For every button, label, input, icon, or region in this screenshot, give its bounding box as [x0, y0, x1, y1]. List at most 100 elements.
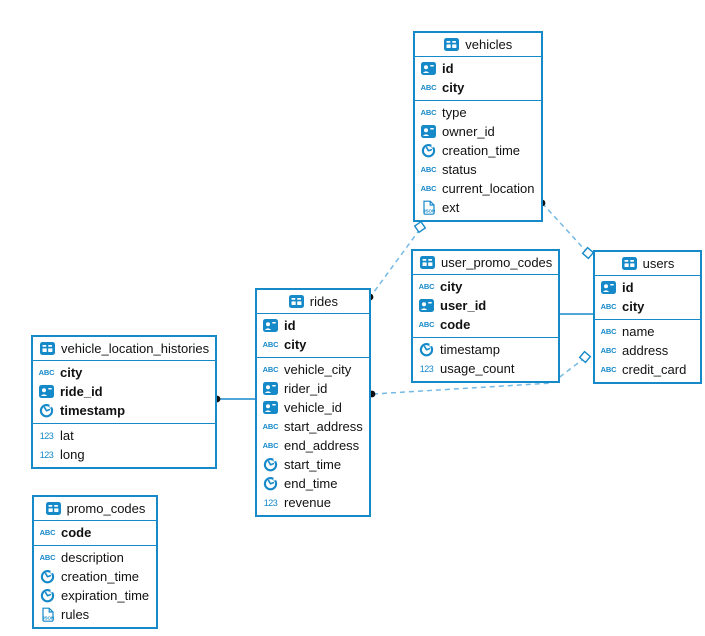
- column-row: owner_id: [415, 122, 541, 141]
- column-name: id: [622, 280, 634, 295]
- numeric-123-icon: 123: [39, 430, 54, 441]
- abc-text-icon: ABC: [418, 320, 435, 329]
- column-row: id: [595, 278, 700, 297]
- table-icon: [443, 37, 460, 52]
- column-name: start_address: [284, 419, 363, 434]
- abc-text-icon: ABC: [600, 365, 617, 374]
- clock-icon: [418, 342, 435, 357]
- abc-text-icon: ABC: [39, 528, 56, 537]
- clock-icon: [38, 403, 55, 418]
- clock-icon: [39, 569, 56, 584]
- column-row: ride_id: [33, 382, 215, 401]
- table-icon: [39, 341, 56, 356]
- column-row: start_time: [257, 455, 369, 474]
- column-name: status: [442, 162, 477, 177]
- column-row: ABC status: [415, 160, 541, 179]
- table-header[interactable]: promo_codes: [34, 497, 156, 521]
- clock-icon: [262, 457, 279, 472]
- numeric-123-icon: 123: [39, 449, 54, 460]
- column-row: creation_time: [34, 567, 156, 586]
- table-header[interactable]: vehicle_location_histories: [33, 337, 216, 361]
- person-badge-icon: [262, 318, 279, 333]
- column-name: end_time: [284, 476, 338, 491]
- relation-line-vehicles-users[interactable]: [541, 202, 586, 251]
- column-row: ABC city: [415, 78, 541, 97]
- numeric-123-icon: 123: [263, 497, 278, 508]
- column-name: type: [442, 105, 467, 120]
- abc-text-icon: ABC: [420, 83, 437, 92]
- column-name: creation_time: [442, 143, 521, 158]
- column-name: city: [442, 80, 465, 95]
- table-header[interactable]: user_promo_codes: [413, 251, 559, 275]
- column-row: timestamp: [413, 340, 558, 359]
- table-name: user_promo_codes: [441, 255, 553, 270]
- column-name: id: [442, 61, 454, 76]
- column-row: creation_time: [415, 141, 541, 160]
- column-name: vehicle_city: [284, 362, 352, 377]
- column-name: current_location: [442, 181, 535, 196]
- person-badge-icon: [262, 381, 279, 396]
- column-name: timestamp: [440, 342, 500, 357]
- table-header[interactable]: vehicles: [415, 33, 541, 57]
- table-header[interactable]: rides: [257, 290, 369, 314]
- column-row: vehicle_id: [257, 398, 369, 417]
- column-name: city: [622, 299, 645, 314]
- table-header[interactable]: users: [595, 252, 700, 276]
- abc-text-icon: ABC: [262, 365, 279, 374]
- column-name: start_time: [284, 457, 342, 472]
- table-name: vehicles: [465, 37, 513, 52]
- abc-text-icon: ABC: [38, 368, 55, 377]
- clock-icon: [39, 588, 56, 603]
- table-icon: [45, 501, 62, 516]
- column-name: end_address: [284, 438, 360, 453]
- relation-line-vehicles-rides[interactable]: [370, 228, 421, 297]
- column-name: city: [440, 279, 463, 294]
- relation-endpoint-diamond: [578, 350, 592, 364]
- person-badge-icon: [418, 298, 435, 313]
- column-name: name: [622, 324, 655, 339]
- person-badge-icon: [38, 384, 55, 399]
- abc-text-icon: ABC: [39, 553, 56, 562]
- json-document-icon: JSON: [39, 607, 56, 622]
- person-badge-icon: [420, 124, 437, 139]
- abc-text-icon: ABC: [420, 184, 437, 193]
- column-row: timestamp: [33, 401, 215, 420]
- svg-text:JSON: JSON: [423, 209, 435, 214]
- relation-endpoint-diamond: [581, 246, 595, 260]
- table-name: users: [642, 256, 675, 271]
- column-row: id: [257, 316, 369, 335]
- abc-text-icon: ABC: [420, 165, 437, 174]
- column-row: id: [415, 59, 541, 78]
- table-icon: [621, 256, 638, 271]
- person-badge-icon: [420, 61, 437, 76]
- relation-endpoint-diamond: [413, 220, 427, 234]
- column-name: lat: [60, 428, 74, 443]
- column-name: ride_id: [60, 384, 103, 399]
- clock-icon: [420, 143, 437, 158]
- person-badge-icon: [600, 280, 617, 295]
- json-document-icon: JSON: [420, 200, 437, 215]
- clock-icon: [262, 476, 279, 491]
- abc-text-icon: ABC: [600, 346, 617, 355]
